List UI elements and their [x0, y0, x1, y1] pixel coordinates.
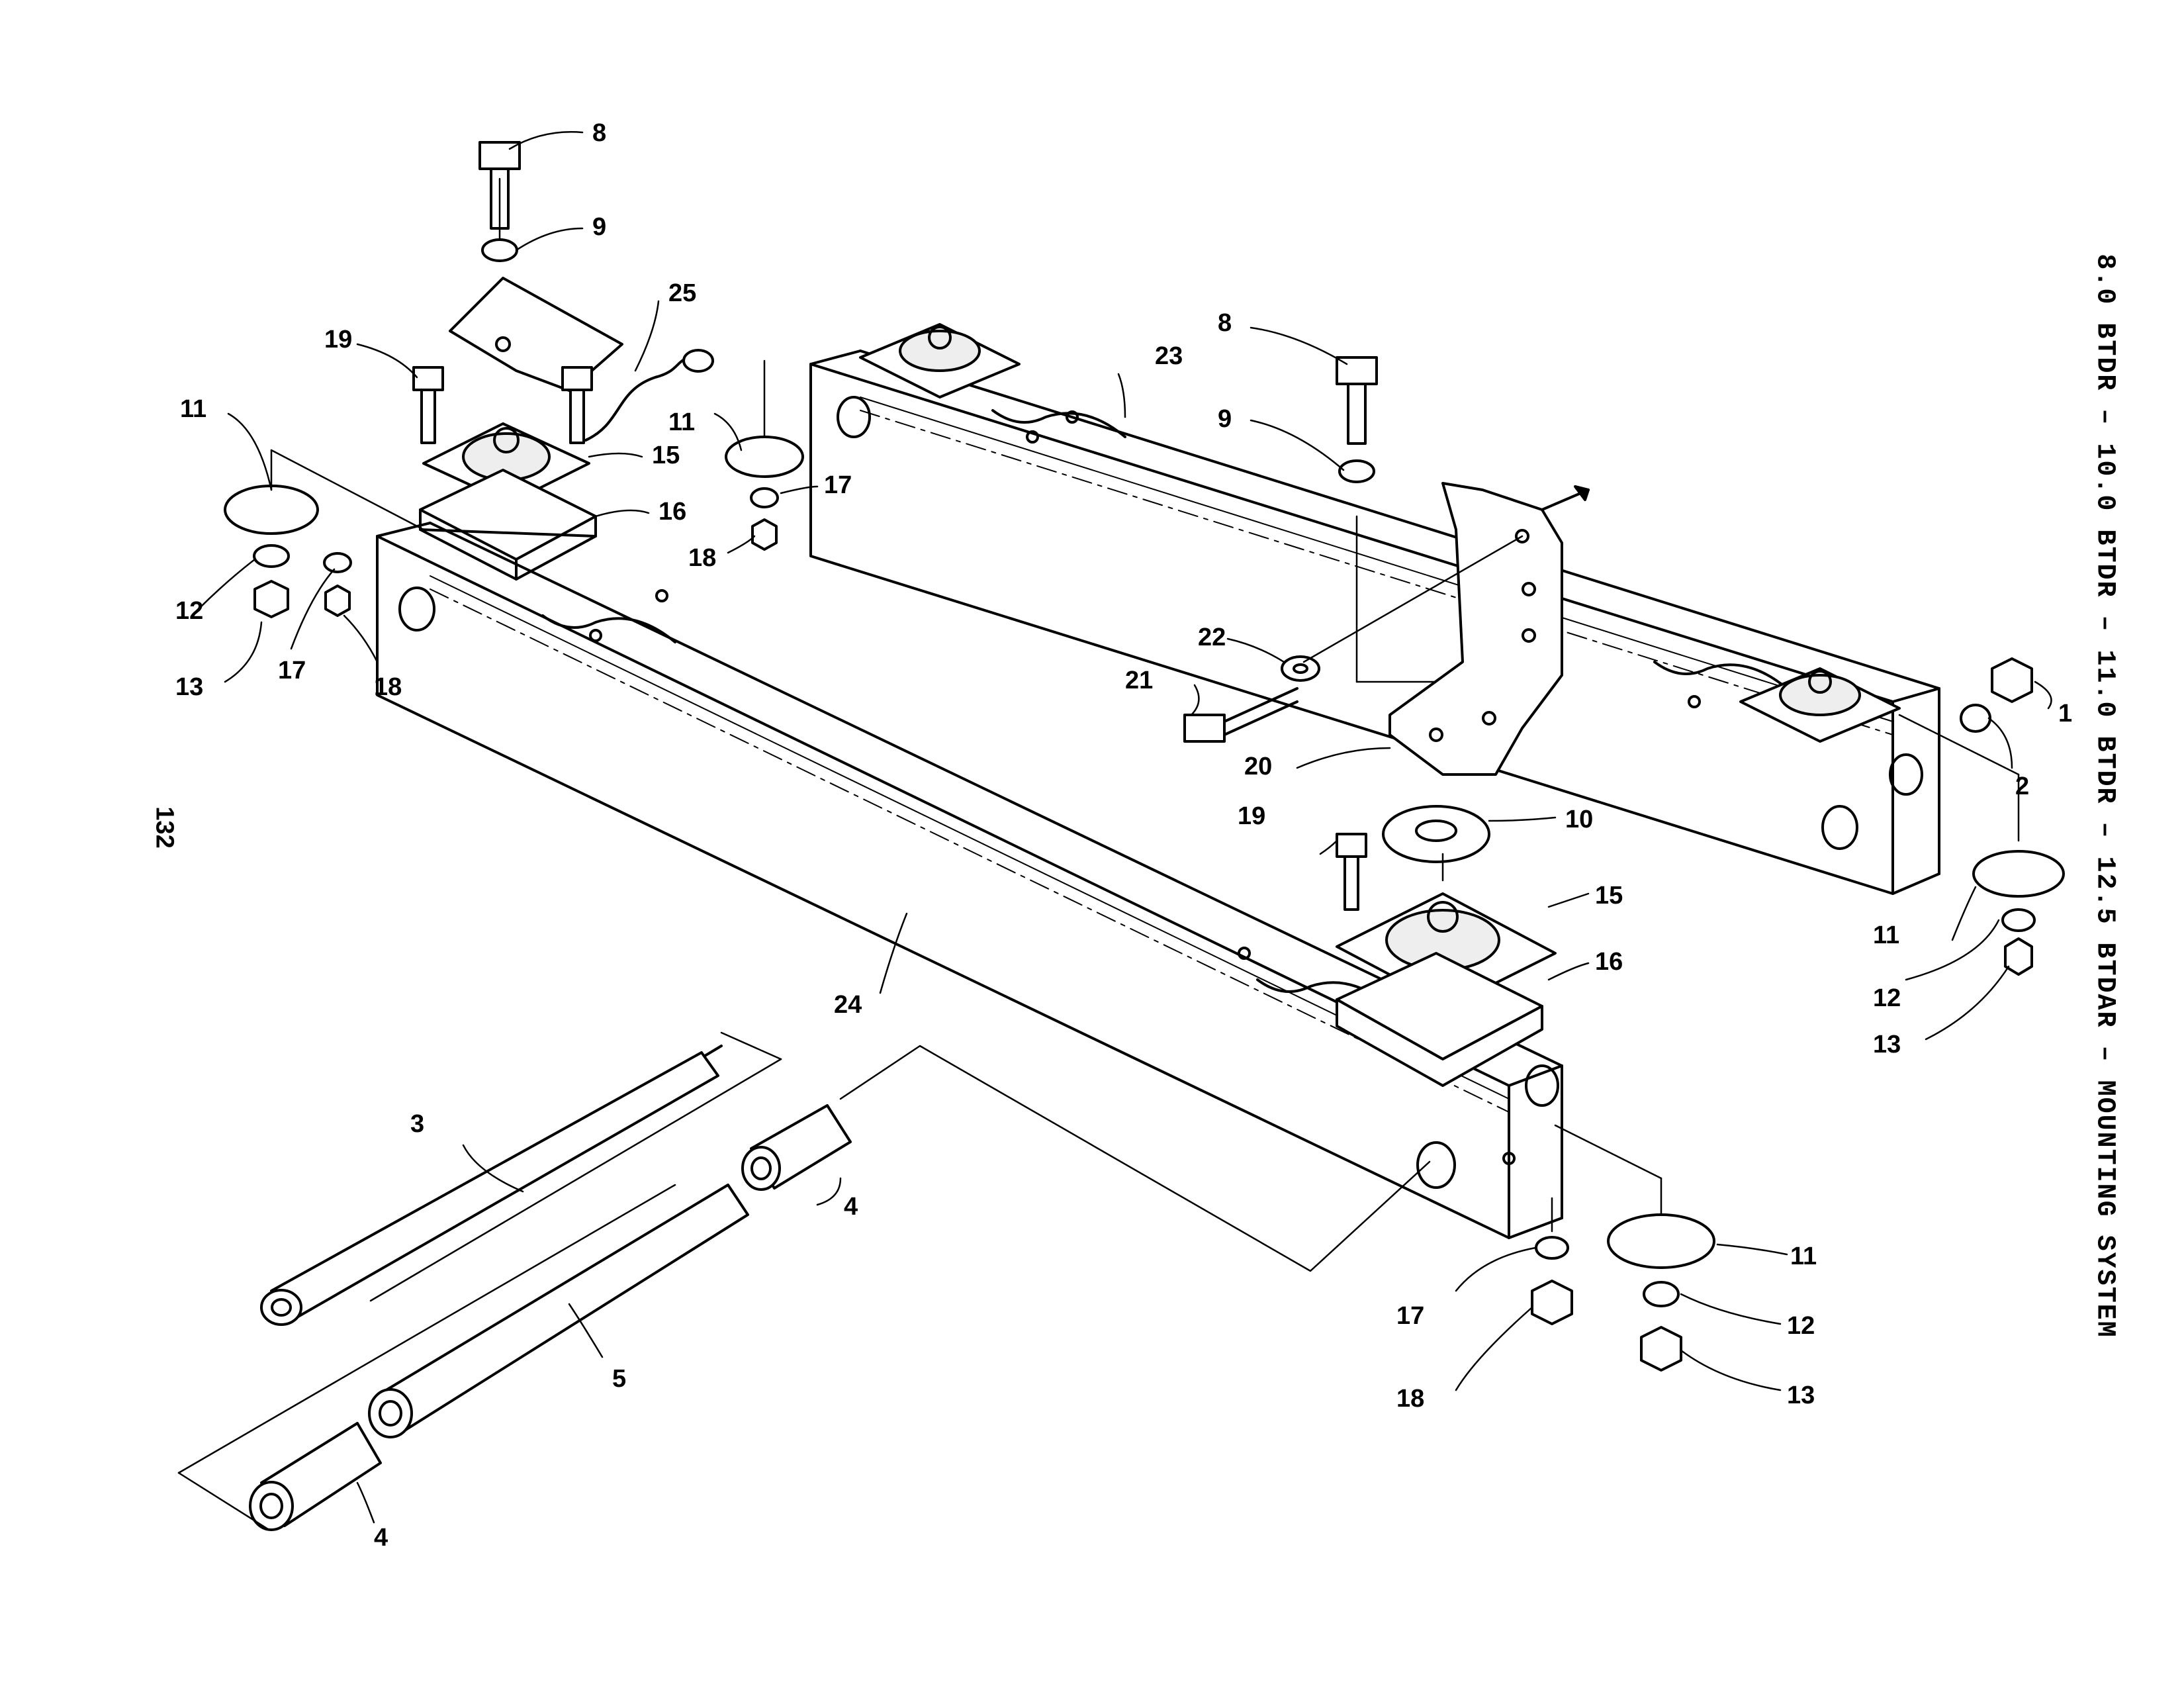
callout-13-right: 13 — [1873, 1031, 1901, 1058]
washer-2 — [1960, 704, 1991, 733]
threaded-tie-rod — [260, 1045, 723, 1326]
mount-spacer-plate-left — [419, 469, 597, 581]
callout-21: 21 — [1125, 667, 1153, 694]
callout-2: 2 — [2015, 773, 2029, 800]
callout-5: 5 — [612, 1365, 626, 1393]
snubbing-washer-bottom — [1607, 1213, 1715, 1269]
callout-16-upper: 16 — [659, 498, 686, 526]
callout-23: 23 — [1155, 342, 1183, 370]
callout-15-lower: 15 — [1595, 882, 1623, 910]
callout-13-bottom: 13 — [1787, 1382, 1815, 1409]
callout-4-lower: 4 — [374, 1524, 388, 1552]
spacer-tube-upper — [741, 1104, 852, 1191]
bracket-lockwasher — [1281, 655, 1320, 682]
callout-11-upper-left: 11 — [180, 395, 206, 423]
lockwasher-left — [253, 544, 290, 568]
isolator-mount-right — [1336, 892, 1557, 1008]
rear-left-mount — [859, 323, 1021, 399]
callout-leader-lines — [197, 131, 2052, 1524]
callout-9-right: 9 — [1218, 405, 1232, 433]
callout-17-left: 17 — [278, 657, 306, 684]
snubbing-washer-mid — [725, 436, 804, 478]
hex-nut-18-left — [324, 585, 351, 617]
callout-1: 1 — [2058, 700, 2072, 727]
lifting-bracket — [1388, 482, 1590, 776]
hex-nut-18-bottom — [1531, 1280, 1573, 1325]
callout-8-right: 8 — [1218, 309, 1232, 337]
callout-4-upper: 4 — [844, 1193, 858, 1221]
callout-12-right: 12 — [1873, 984, 1901, 1012]
snubbing-washer-right — [1972, 850, 2065, 898]
mount-capscrew-left — [412, 366, 593, 444]
lockwasher-17-mid — [750, 487, 779, 508]
engine-foot-bracket — [449, 277, 623, 392]
rear-right-mount — [1739, 667, 1901, 743]
mount-capscrew-right — [1336, 833, 1367, 911]
callout-20: 20 — [1244, 753, 1272, 780]
callout-9-upper: 9 — [592, 213, 606, 241]
page-number: 132 — [150, 806, 179, 849]
callout-18-mid: 18 — [688, 544, 716, 572]
flat-washer-left — [481, 238, 518, 262]
assembly-guide-lines — [177, 177, 2020, 1530]
hex-nut-bottom — [1640, 1326, 1682, 1372]
callout-18-left: 18 — [374, 673, 402, 701]
snubbing-washer-left — [224, 485, 319, 535]
callout-19-upper: 19 — [324, 326, 352, 353]
callout-8-upper: 8 — [592, 119, 606, 147]
callout-22: 22 — [1198, 624, 1226, 651]
lockwasher-17-bottom — [1535, 1236, 1569, 1260]
page-title: 8.0 BTDR – 10.0 BTDR – 11.0 BTDR – 12.5 … — [2089, 254, 2120, 1338]
hex-nut-right — [2004, 937, 2033, 976]
hex-nut-1 — [1991, 657, 2033, 703]
callout-19-lower: 19 — [1238, 802, 1265, 830]
callout-17-mid: 17 — [824, 471, 852, 499]
lockwasher-17-left — [323, 552, 352, 573]
rear-frame-rail — [809, 350, 1940, 895]
callout-3: 3 — [410, 1110, 424, 1138]
callout-18-bottom: 18 — [1396, 1385, 1424, 1413]
callout-15-upper: 15 — [652, 442, 680, 469]
lockwasher-bottom — [1643, 1281, 1680, 1307]
hex-nut-left — [253, 580, 289, 618]
bracket-capscrew — [1183, 687, 1298, 743]
hex-capscrew-upper-right — [1336, 356, 1378, 445]
callout-11-right: 11 — [1873, 921, 1899, 949]
callout-17-bottom: 17 — [1396, 1302, 1424, 1330]
callout-25: 25 — [668, 279, 696, 307]
callout-24: 24 — [834, 991, 862, 1019]
callout-13-left: 13 — [175, 673, 203, 701]
callout-16-lower: 16 — [1595, 948, 1623, 976]
spacer-tube-lower — [249, 1422, 382, 1531]
callout-10: 10 — [1565, 806, 1593, 833]
callout-labels: 8 9 25 19 11 15 16 11 17 18 12 13 17 18 … — [175, 119, 2072, 1552]
callout-11-bottom: 11 — [1790, 1243, 1817, 1270]
front-frame-rail — [376, 522, 1563, 1239]
callout-11-mid: 11 — [668, 408, 695, 436]
ground-strap — [584, 349, 714, 442]
mount-spacer-plate-right — [1336, 952, 1543, 1087]
callout-12-bottom: 12 — [1787, 1312, 1815, 1340]
callout-12-left: 12 — [175, 597, 203, 625]
flat-washer-right — [1338, 459, 1375, 483]
hex-nut-18-mid — [751, 518, 778, 551]
isolator-mount-left — [422, 422, 590, 504]
tie-tube — [368, 1184, 749, 1438]
lockwasher-right — [2001, 908, 2036, 932]
rebound-washer — [1382, 805, 1490, 863]
